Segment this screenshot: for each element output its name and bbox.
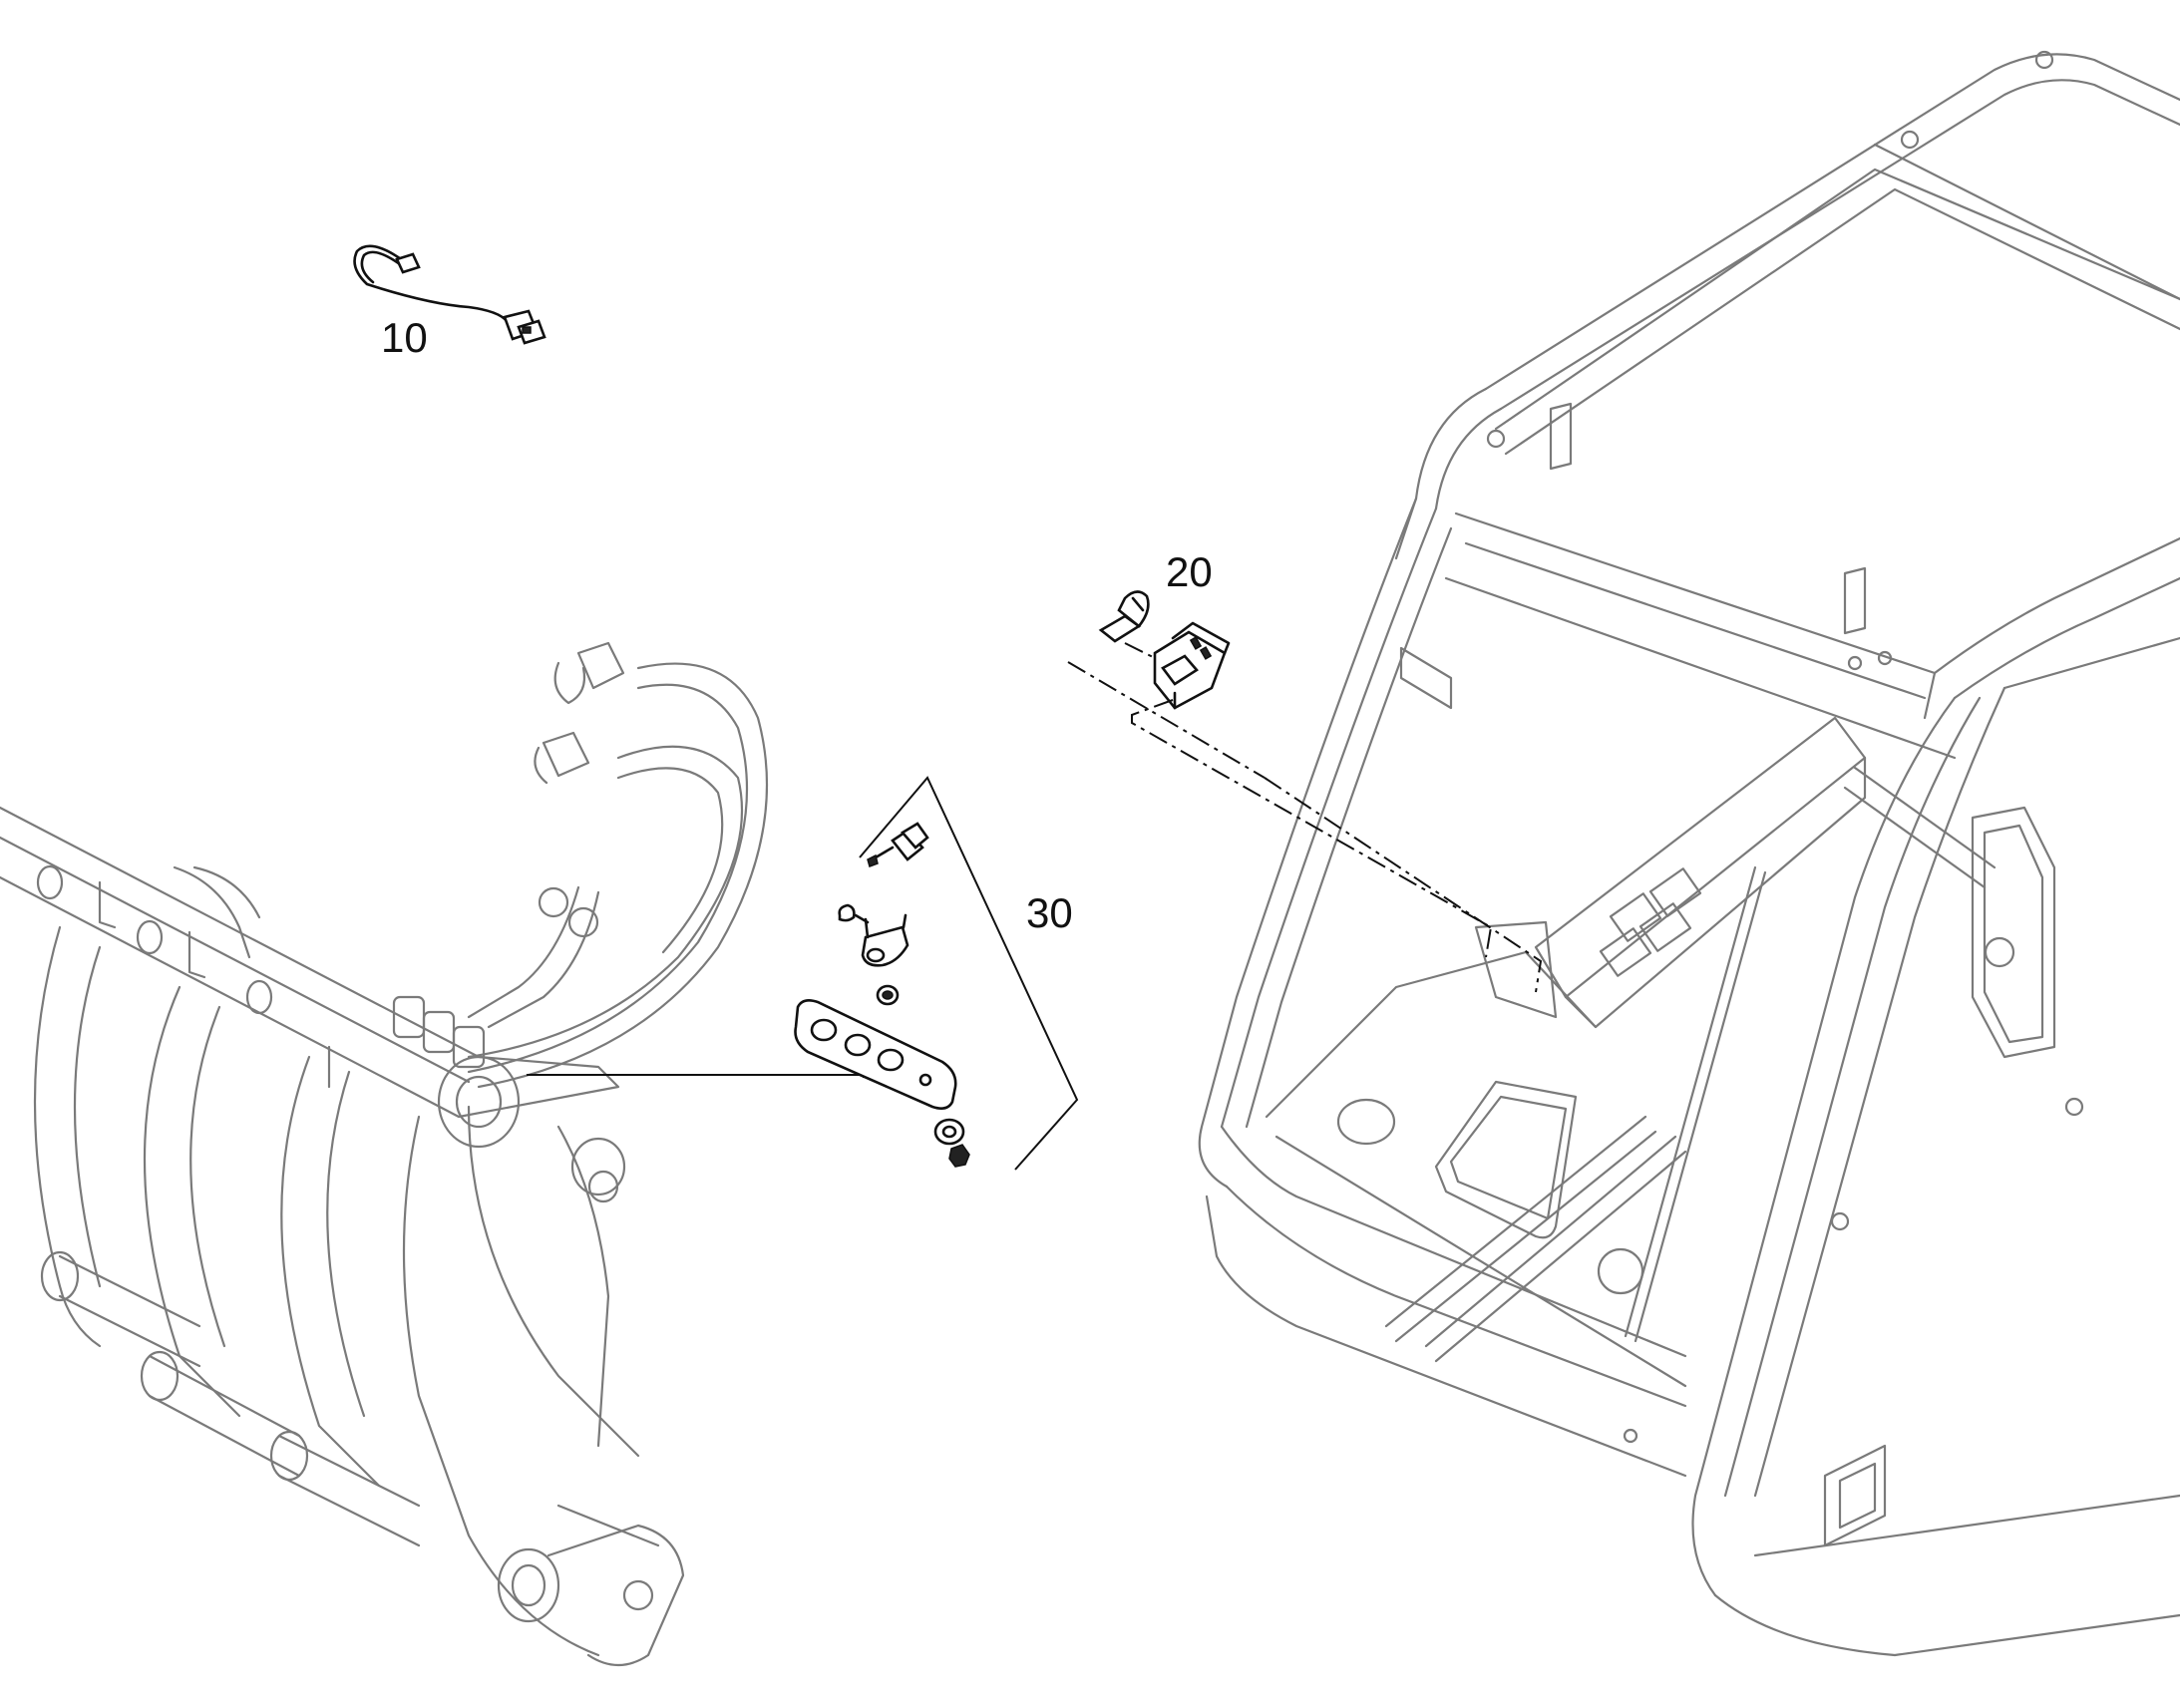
cab-outline xyxy=(1198,50,2180,1657)
loader-frame-outline xyxy=(0,806,685,1666)
hydraulic-hoses xyxy=(467,641,769,1089)
callout-30: 30 xyxy=(1026,889,1073,936)
part-10-wire-harness xyxy=(353,244,546,345)
part-20-switch xyxy=(1098,590,1231,710)
callout-10: 10 xyxy=(381,314,428,361)
part-30-bracket-kit xyxy=(527,776,1079,1171)
callout-20: 20 xyxy=(1166,548,1213,595)
installation-lines xyxy=(1067,642,1543,993)
